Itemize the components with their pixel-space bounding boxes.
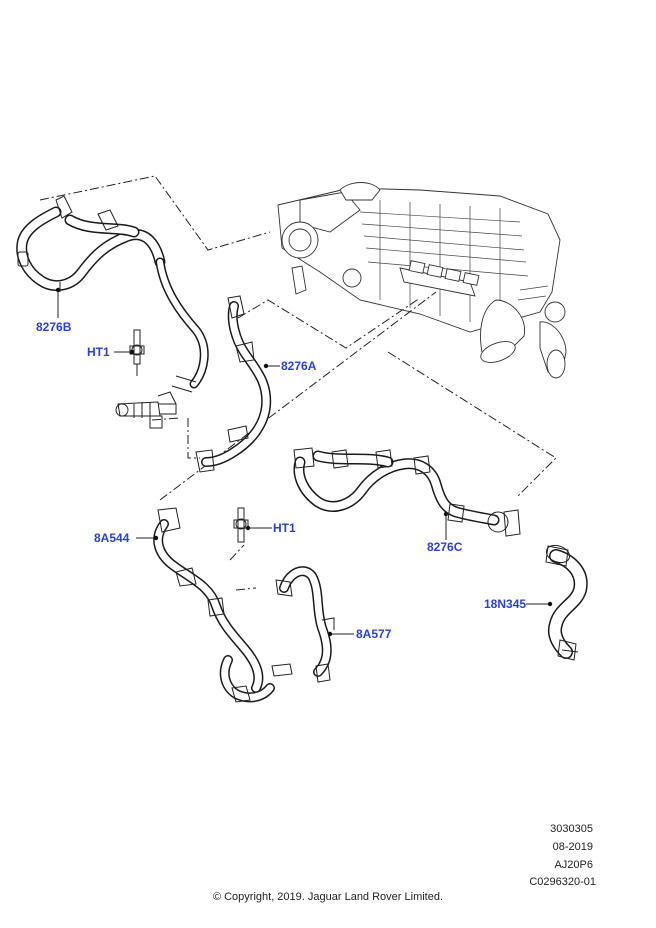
- hose-8A577: [275, 566, 335, 683]
- clip-HT1-mid: [233, 507, 249, 543]
- callout-HT1-mid: HT1: [273, 521, 296, 535]
- callout-8276B: 8276B: [36, 320, 72, 334]
- valve-connector-left: [115, 391, 177, 429]
- hose-8276B: [16, 195, 209, 393]
- intake-manifold-assembly: [277, 182, 567, 379]
- callout-8276A: 8276A: [281, 359, 317, 373]
- callout-8276C: 8276C: [427, 540, 463, 554]
- hose-8A544: [153, 507, 293, 703]
- hose-8276A: [195, 295, 272, 473]
- hose-8276C: [293, 447, 521, 537]
- illustration-number: 3030305: [550, 823, 593, 835]
- copyright-notice: © Copyright, 2019. Jaguar Land Rover Lim…: [212, 891, 444, 903]
- leaders: [55, 287, 553, 637]
- drawing-reference: C0296320-01: [529, 876, 596, 888]
- model-code: AJ20P6: [554, 859, 593, 871]
- callout-18N345: 18N345: [484, 597, 526, 611]
- illustration-date: 08-2019: [552, 841, 593, 853]
- hose-18N345: [545, 544, 588, 661]
- callout-HT1-top: HT1: [87, 345, 110, 359]
- callout-8A577: 8A577: [356, 627, 392, 641]
- callout-8A544: 8A544: [94, 531, 130, 545]
